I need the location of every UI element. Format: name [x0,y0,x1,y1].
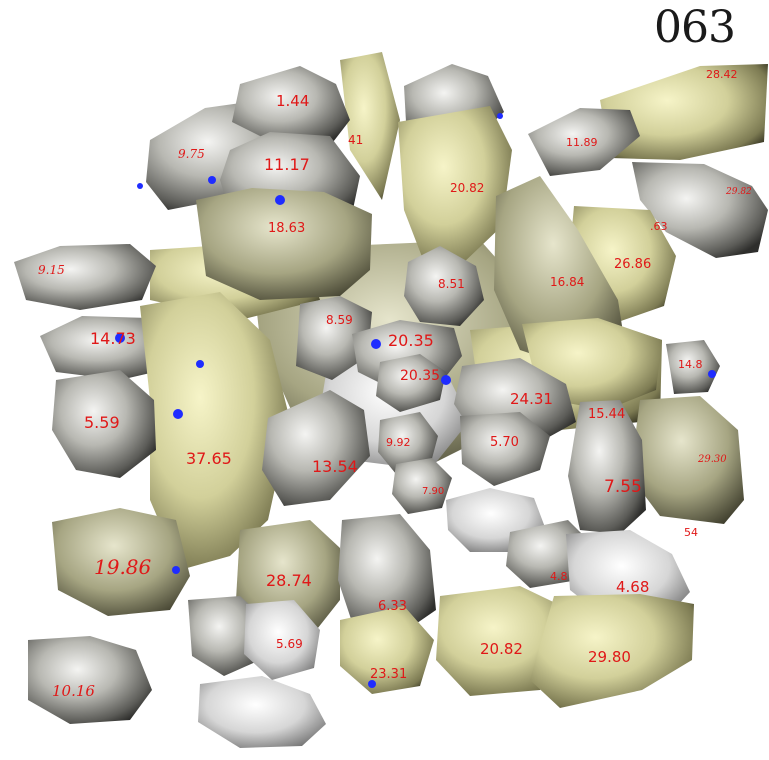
label: 20.35 [388,331,434,350]
label: 16.84 [550,275,584,289]
fragment [630,396,744,524]
fragment [404,246,484,326]
label: 24.31 [510,390,553,408]
marker [371,339,381,349]
marker [172,566,180,574]
markers [115,113,716,688]
label: 37.65 [186,449,232,468]
label: 20.35 [400,368,440,384]
label: 54 [684,526,698,539]
label: 26.86 [614,257,651,272]
fragment [460,412,550,486]
fragment [340,606,434,694]
fragment [196,188,372,300]
label: 18.63 [268,221,305,236]
marker [497,113,503,119]
label: 8.59 [326,313,353,327]
label: 20.82 [450,181,484,195]
label: 11.89 [566,136,598,149]
label: 6.33 [378,599,407,614]
label: 4.8 [550,570,568,583]
marker [441,375,451,385]
fragment [378,412,438,474]
label: 13.54 [312,457,358,476]
fragment [528,108,640,176]
fragment [52,508,190,616]
fragment [600,64,768,160]
fragment [338,514,436,632]
fragment [398,106,512,266]
label: 14.73 [90,329,136,348]
frame-number: 063 [654,2,736,53]
label: 8.51 [438,277,465,291]
label: 15.44 [588,407,625,422]
label: 9.92 [386,436,411,449]
fragment [666,340,720,394]
fragment [392,458,452,514]
label: 9.75 [178,147,205,161]
label: 29.80 [588,648,631,666]
label: 1.44 [276,92,309,110]
marker [115,333,125,343]
fragment [296,296,372,380]
fragment [632,162,768,258]
fragment [530,594,694,708]
fragment [262,390,370,506]
label: 23.31 [370,667,407,682]
marker [368,680,376,688]
labels: 1.44 9.75 11.17 41 11.89 20.82 18.63 9.1… [38,68,752,700]
label: 14.8 [678,358,703,371]
fragment [14,244,156,310]
fragment [140,292,290,570]
marker [708,370,716,378]
fragment [568,400,646,534]
marker [208,176,216,184]
fragment [244,600,320,680]
label: 7.55 [604,477,642,497]
label: 5.69 [276,637,303,651]
label: 28.42 [706,68,738,81]
fragment [232,66,350,146]
label: 29.82 [725,187,752,197]
label: 29.30 [697,454,727,465]
fragment [52,370,156,478]
fragment [28,636,152,724]
label: 4.68 [616,578,649,596]
fragment [376,354,446,412]
label: 41 [348,133,363,147]
label: 9.15 [38,263,65,277]
fragment [340,52,400,200]
marker [173,409,183,419]
label: 20.82 [480,640,523,658]
label: 5.59 [84,413,120,432]
label: 5.70 [490,435,519,450]
label: 10.16 [52,682,95,700]
label: 11.17 [264,155,310,174]
marker [275,195,285,205]
fragment [198,676,326,748]
label: 19.86 [94,555,152,579]
marker [196,360,204,368]
marker [137,183,143,189]
label: .63 [650,220,668,233]
label: 28.74 [266,571,312,590]
label: 7.90 [422,486,444,497]
